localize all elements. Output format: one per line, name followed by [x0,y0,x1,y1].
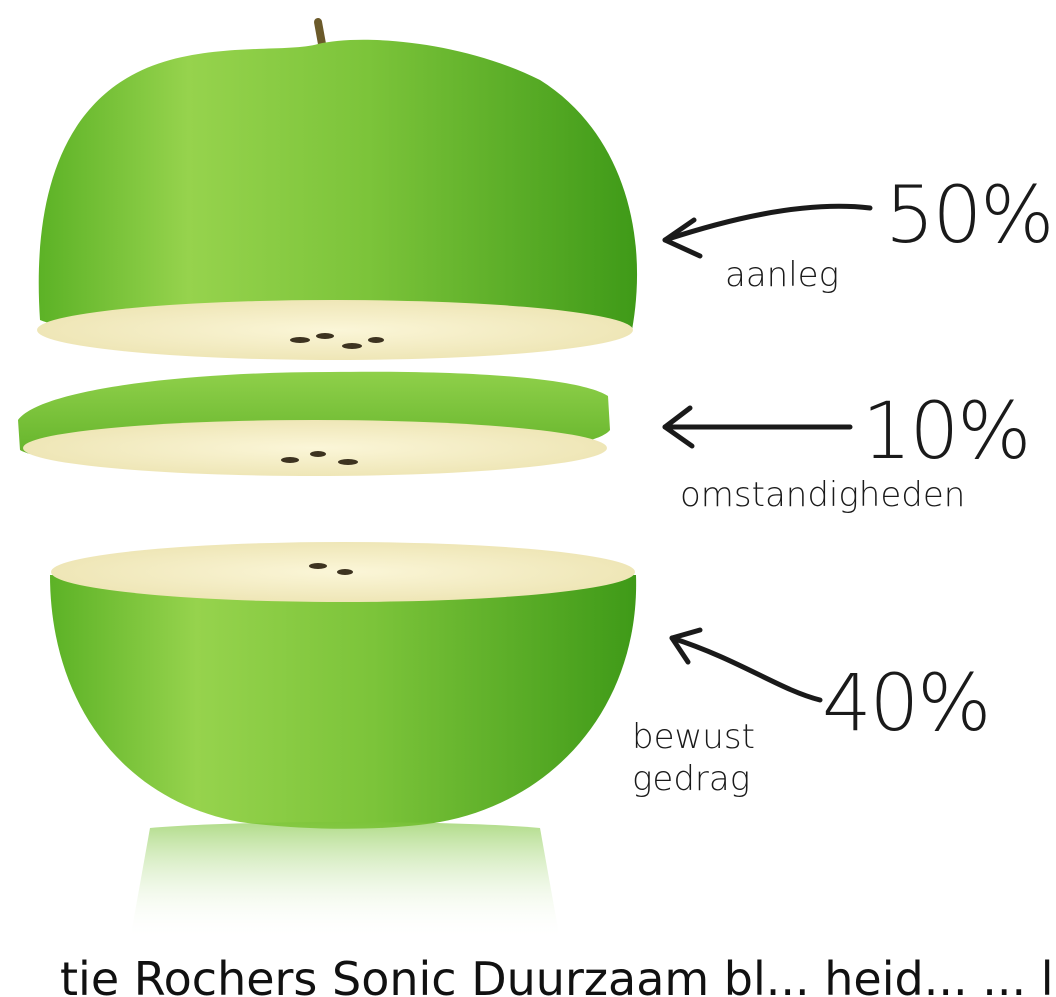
arrow-50 [665,206,870,240]
label-bewust: bewust [632,717,755,757]
annotation-labels: 50% aanleg 10% omstandigheden 40% bewust… [632,171,1052,799]
percent-40: 40% [822,659,989,749]
arrow-40 [672,638,820,700]
label-aanleg: aanleg [725,255,839,295]
caption-text: tie Rochers Sonic Duurzaam bl... heid...… [60,956,1053,997]
label-omstandigheden: omstandigheden [680,475,965,515]
percent-10: 10% [862,387,1029,477]
bottom-caption: tie Rochers Sonic Duurzaam bl... heid...… [0,940,1056,997]
label-gedrag: gedrag [632,759,750,799]
apple-top-slice [37,22,637,360]
arrow-50-head [665,220,700,256]
apple-stem [318,22,322,44]
apple-bottom-slice [50,542,636,940]
percent-50: 50% [885,171,1052,261]
apple-middle-slice [18,372,610,476]
